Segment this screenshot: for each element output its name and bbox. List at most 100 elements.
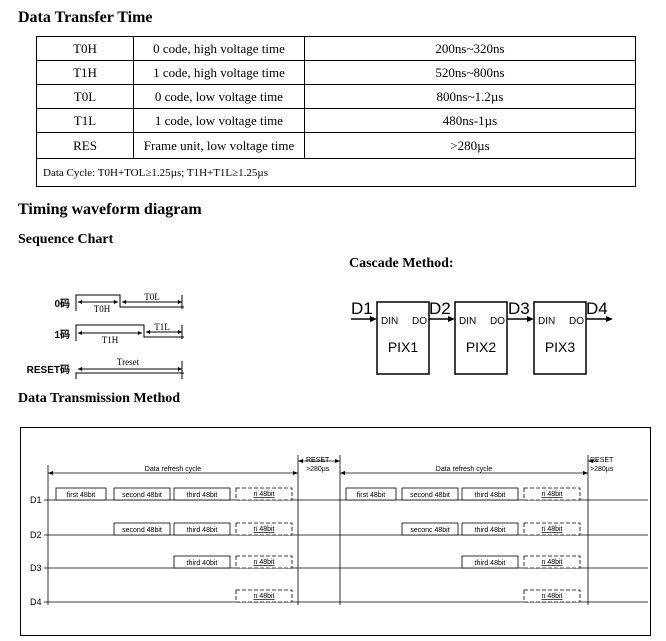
data-cycle-note: Data Cycle: T0H+TOL≥1.25µs; T1H+T1L≥1.25… xyxy=(36,158,636,187)
pix2-do: DO xyxy=(490,316,505,327)
d4-line-label: D4 xyxy=(30,597,42,607)
t1l-label: T1L xyxy=(154,322,170,332)
d2-label: D2 xyxy=(429,299,451,318)
table-row: T1H 1 code, high voltage time 520ns~800n… xyxy=(36,60,636,85)
code0-waveform xyxy=(75,294,184,311)
section-title-timing-waveform: Timing waveform diagram xyxy=(18,201,202,218)
d3-label: D3 xyxy=(508,299,530,318)
pix2-label: PIX2 xyxy=(466,339,497,355)
block-label: third 48bit xyxy=(187,527,218,534)
data-block xyxy=(173,522,231,536)
arrow-icon xyxy=(527,316,534,322)
pix3-din: DIN xyxy=(538,316,555,327)
cell-name: T0L xyxy=(36,84,134,109)
timing-table: T0H 0 code, high voltage time 200ns~320n… xyxy=(36,36,636,187)
d1-line-label: D1 xyxy=(30,495,42,505)
t0h-label: T0H xyxy=(94,304,111,314)
treset-label: Treset xyxy=(117,357,140,367)
data-block xyxy=(113,487,171,501)
code0-label: 0码 xyxy=(54,298,70,310)
d3-line-label: D3 xyxy=(30,563,42,573)
table-row: T0L 0 code, low voltage time 800ns~1.2µs xyxy=(36,84,636,109)
data-block xyxy=(113,522,171,536)
data-block xyxy=(401,522,459,536)
data-block xyxy=(235,522,293,536)
cell-value: 520ns~800ns xyxy=(304,60,636,85)
block-label: n 48bit xyxy=(253,491,274,498)
data-block xyxy=(461,555,519,569)
data-block xyxy=(235,555,293,569)
code1-waveform xyxy=(75,324,184,341)
block-label: n 48bit xyxy=(541,593,562,600)
data-block xyxy=(235,589,293,603)
pix2-din: DIN xyxy=(459,316,476,327)
cell-value: 480ns-1µs xyxy=(304,108,636,133)
block-label: n 48bit xyxy=(541,526,562,533)
transmission-frame xyxy=(20,427,651,636)
data-block xyxy=(235,487,293,501)
right-cycle-label: Data refresh cycle xyxy=(436,466,493,473)
cell-name: RES xyxy=(36,132,134,159)
pix1-label: PIX1 xyxy=(388,339,419,355)
reset-label: RESET码 xyxy=(27,364,70,376)
block-label: n 48bit xyxy=(541,491,562,498)
block-label: n 48bit xyxy=(541,559,562,566)
cascade-diagram: D1 D2 D3 D4 DIN DO DIN DO DIN DO PIX1 PI… xyxy=(351,299,613,375)
reset-waveform xyxy=(75,372,184,379)
arrow-icon xyxy=(448,316,455,322)
d1-label: D1 xyxy=(351,299,373,318)
right-reset-time: >280µs xyxy=(590,466,614,473)
cell-name: T1L xyxy=(36,108,134,133)
cell-value: 800ns~1.2µs xyxy=(304,84,636,109)
data-block xyxy=(401,487,459,501)
block-label: second 48bit xyxy=(410,492,450,499)
section-title-cascade-method: Cascade Method: xyxy=(349,256,454,271)
sequence-chart: 0码 1码 RESET码 T0H T0L T1H T1L Treset xyxy=(27,292,184,379)
section-title-transmission-method: Data Transmission Method xyxy=(18,391,181,406)
right-reset-label: RESET xyxy=(590,457,614,464)
cell-name: T0H xyxy=(36,36,134,61)
t1h-label: T1H xyxy=(102,335,119,345)
section-title-transfer-time: Data Transfer Time xyxy=(18,9,153,26)
table-note-row: Data Cycle: T0H+TOL≥1.25µs; T1H+T1L≥1.25… xyxy=(36,158,636,187)
data-block xyxy=(523,589,581,603)
left-reset-label: RESET xyxy=(306,457,330,464)
cell-desc: 1 code, high voltage time xyxy=(133,60,305,85)
table-row: RES Frame unit, low voltage time >280µs xyxy=(36,132,636,159)
cell-name: T1H xyxy=(36,60,134,85)
block-label: seconc 48bit xyxy=(410,527,449,534)
pix3-do: DO xyxy=(569,316,584,327)
block-label: n 48bit xyxy=(253,593,274,600)
block-label: third 48bit xyxy=(187,492,218,499)
d2-line-label: D2 xyxy=(30,530,42,540)
pix3-label: PIX3 xyxy=(545,339,576,355)
t0l-label: T0L xyxy=(144,292,160,302)
block-label: third 40bit xyxy=(187,560,218,567)
data-block xyxy=(173,487,231,501)
left-cycle-label: Data refresh cycle xyxy=(145,466,202,473)
cell-desc: 0 code, low voltage time xyxy=(133,84,305,109)
cell-desc: 0 code, high voltage time xyxy=(133,36,305,61)
code1-label: 1码 xyxy=(54,329,70,341)
data-block xyxy=(523,522,581,536)
pix1-box xyxy=(376,301,430,375)
block-label: third 48bit xyxy=(475,560,506,567)
data-block xyxy=(523,487,581,501)
cell-desc: Frame unit, low voltage time xyxy=(133,132,305,159)
table-row: T1L 1 code, low voltage time 480ns-1µs xyxy=(36,108,636,133)
transmission-diagram: Data refresh cycle Data refresh cycle RE… xyxy=(20,427,651,636)
data-block xyxy=(345,487,397,501)
pix1-do: DO xyxy=(412,316,427,327)
section-title-sequence-chart: Sequence Chart xyxy=(18,232,114,247)
block-label: second 48bit xyxy=(122,492,162,499)
data-block xyxy=(461,522,519,536)
arrow-icon xyxy=(370,316,377,322)
data-block xyxy=(461,487,519,501)
cell-value: 200ns~320ns xyxy=(304,36,636,61)
arrow-icon xyxy=(606,316,613,322)
data-block xyxy=(55,487,107,501)
cell-desc: 1 code, low voltage time xyxy=(133,108,305,133)
pix3-box xyxy=(533,301,587,375)
table-row: T0H 0 code, high voltage time 200ns~320n… xyxy=(36,36,636,61)
data-block xyxy=(173,555,231,569)
